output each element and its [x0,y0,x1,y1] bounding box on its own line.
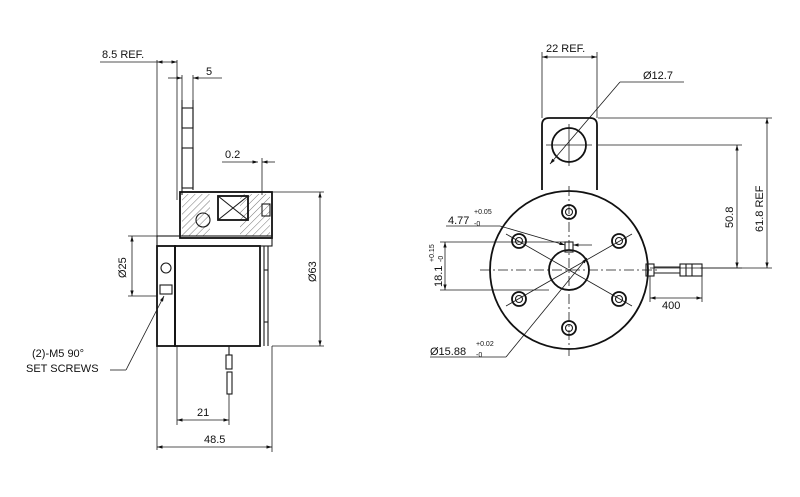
tol-depth-upper: +0.15 [429,244,436,262]
front-view: 22 REF. Ø12.7 50.8 61.8 REF [429,43,772,359]
dim-dia-15-88: Ø15.88 [430,346,466,358]
tol-keyway-upper: +0.05 [474,209,492,216]
dim-8-5-ref: 8.5 REF. [102,49,144,61]
dim-61-8-ref: 61.8 REF [754,185,766,232]
tol-depth-lower: -0 [438,256,445,262]
dim-keyway-width: 4.77 [448,215,469,227]
dim-dia-12-7: Ø12.7 [643,70,673,82]
tol-bore-lower: -0 [476,352,482,359]
dim-22-ref: 22 REF. [546,43,585,55]
dim-0-2: 0.2 [225,149,240,161]
dim-dia-63: Ø63 [307,261,319,282]
dim-dia-25: Ø25 [117,257,129,278]
dim-21: 21 [197,407,209,419]
dim-400: 400 [662,300,680,312]
dim-50-8: 50.8 [724,207,736,228]
callout-set-screws-label: SET SCREWS [26,363,99,375]
dim-48-5: 48.5 [204,434,225,446]
callout-set-screws-qty: (2)-M5 90° [32,348,84,360]
tol-keyway-lower: -0 [474,221,480,228]
dim-5: 5 [206,66,212,78]
dim-keyway-depth: 18.1 [433,266,445,287]
tol-bore-upper: +0.02 [476,341,494,348]
side-view: 8.5 REF. 5 0.2 [26,49,324,452]
